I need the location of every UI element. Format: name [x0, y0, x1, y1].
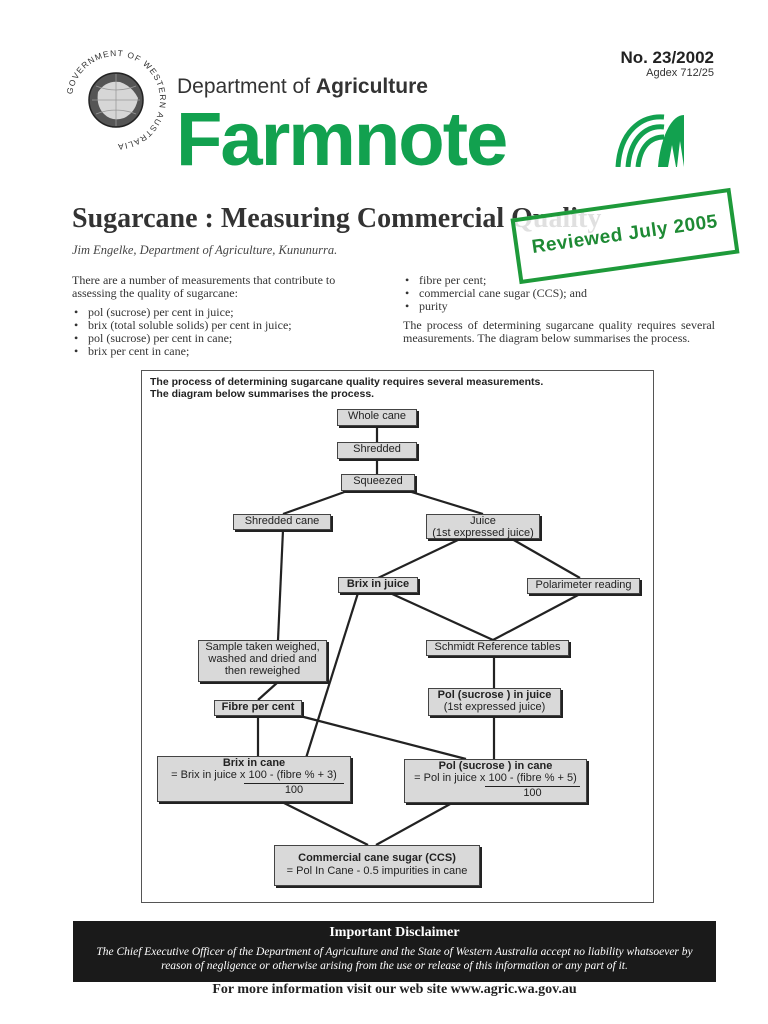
node-pol-in-juice: Pol (sucrose ) in juice (1st expressed j…	[428, 688, 561, 716]
farmnote-swoosh-icon	[615, 114, 684, 167]
node-brix-in-juice: Brix in juice	[338, 577, 418, 593]
disclaimer-box	[73, 921, 716, 982]
intro-column-left: There are a number of measurements that …	[72, 273, 382, 359]
measurement-list-right: fibre per cent; commercial cane sugar (C…	[403, 274, 715, 314]
list-item: fibre per cent;	[403, 274, 715, 288]
node-commercial-cane-sugar: Commercial cane sugar (CCS) = Pol In Can…	[274, 845, 480, 886]
list-item: brix per cent in cane;	[72, 345, 382, 359]
brand-wordmark: Farmnote	[176, 97, 508, 182]
node-shredded-cane: Shredded cane	[233, 514, 331, 530]
node-schmidt-reference-tables: Schmidt Reference tables	[426, 640, 569, 656]
intro-column-right: fibre per cent; commercial cane sugar (C…	[403, 274, 715, 345]
government-seal-icon: GOVERNMENT OF WESTERN AUSTRALIA	[64, 48, 167, 152]
list-item: commercial cane sugar (CCS); and	[403, 287, 715, 301]
process-paragraph: The process of determining sugarcane qua…	[403, 318, 715, 345]
disclaimer-title: Important Disclaimer	[329, 925, 460, 940]
node-juice: Juice (1st expressed juice)	[426, 514, 540, 539]
department-name: Department of Agriculture	[177, 75, 428, 98]
article-author: Jim Engelke, Department of Agriculture, …	[72, 243, 338, 257]
list-item: purity	[403, 300, 715, 314]
node-shredded: Shredded	[337, 442, 417, 459]
node-polarimeter-reading: Polarimeter reading	[527, 578, 640, 594]
list-item: brix (total soluble solids) per cent in …	[72, 319, 382, 333]
measurement-list-left: pol (sucrose) per cent in juice; brix (t…	[72, 306, 382, 359]
node-squeezed: Squeezed	[341, 474, 415, 491]
list-item: pol (sucrose) per cent in cane;	[72, 332, 382, 346]
node-whole-cane: Whole cane	[337, 409, 417, 426]
intro-paragraph: There are a number of measurements that …	[72, 273, 336, 300]
node-brix-in-cane: Brix in cane = Brix in juice x 100 - (fi…	[157, 756, 351, 802]
node-sample-weighed: Sample taken weighed, washed and dried a…	[198, 640, 327, 682]
disclaimer-text: The Chief Executive Officer of the Depar…	[96, 946, 693, 972]
list-item: pol (sucrose) per cent in juice;	[72, 306, 382, 320]
process-diagram-frame	[141, 370, 654, 903]
node-fibre-per-cent: Fibre per cent	[214, 700, 302, 716]
diagram-caption: The process of determining sugarcane qua…	[150, 376, 544, 400]
agdex-number: Agdex 712/25	[646, 67, 714, 79]
node-pol-in-cane: Pol (sucrose ) in cane = Pol in juice x …	[404, 759, 587, 803]
footer-website-note: For more information visit our web site …	[212, 982, 577, 997]
issue-number: No. 23/2002	[620, 48, 714, 67]
